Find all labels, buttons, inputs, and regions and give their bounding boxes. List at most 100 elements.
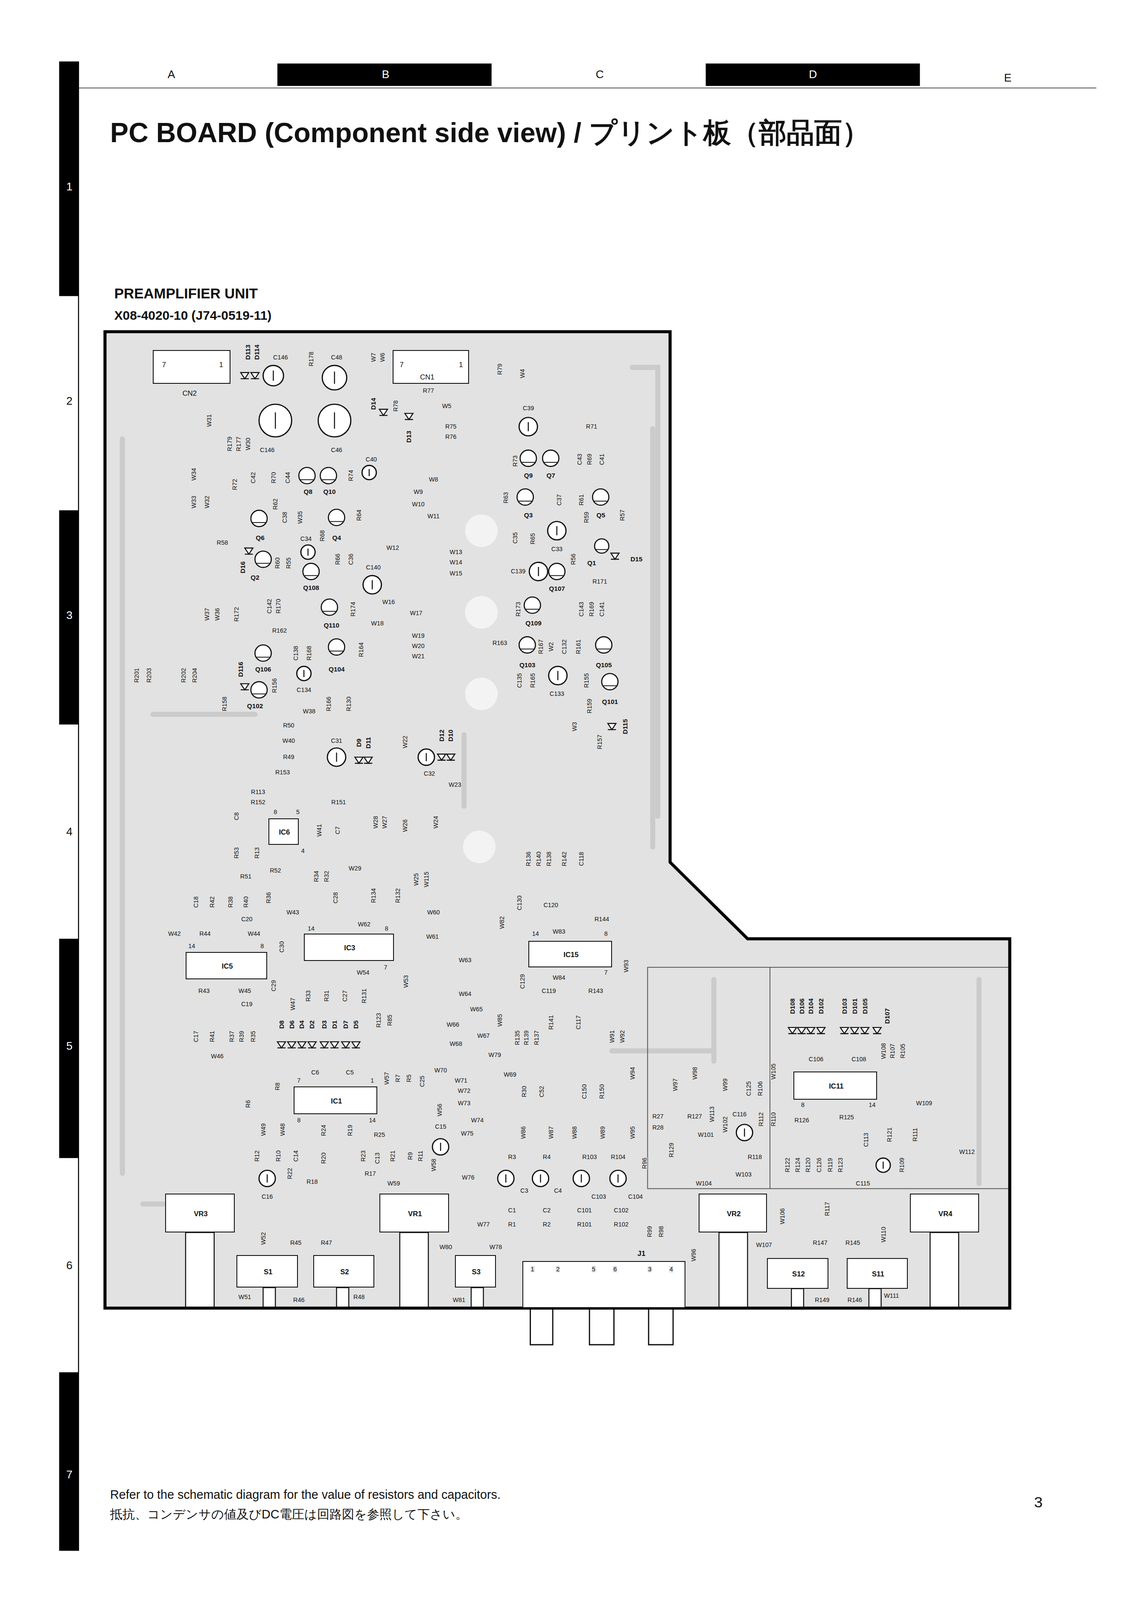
grid-rule	[78, 61, 79, 1551]
part-label: W9	[413, 488, 424, 495]
part-label: R143	[588, 987, 604, 994]
grid-band	[59, 510, 79, 725]
grid-reference: E	[1004, 71, 1012, 83]
part-label: C4	[553, 1187, 563, 1194]
part-label: C126	[816, 1157, 823, 1173]
part-label: 8	[259, 942, 265, 949]
part-label: W14	[449, 559, 463, 566]
part-label: R161	[575, 638, 582, 655]
transistor-symbol	[328, 638, 345, 655]
copper-trace	[976, 979, 982, 1184]
capacitor-lead	[557, 670, 559, 681]
part-label: W79	[487, 1051, 502, 1058]
part-label: C31	[330, 737, 343, 744]
part-label: R2	[542, 1221, 551, 1228]
part-label: W48	[279, 1122, 286, 1136]
part-name: IC3	[343, 944, 356, 952]
page-number: 3	[1034, 1495, 1043, 1511]
transistor-outline	[524, 596, 541, 613]
part-label: C118	[578, 851, 585, 867]
part-label: W37	[204, 607, 210, 621]
unit-heading: X08-4020-10 (J74-0519-11)	[114, 308, 272, 322]
part-designator: D3	[320, 1019, 328, 1029]
part-label: R13	[253, 846, 260, 859]
part-label: C18	[192, 895, 199, 908]
part-label: W60	[426, 908, 441, 915]
part-label: W21	[411, 652, 425, 659]
part-name: IC1	[330, 1097, 342, 1105]
part-label: R146	[847, 1296, 863, 1303]
part-label: W61	[425, 933, 440, 940]
transistor-outline	[592, 488, 609, 505]
part-label: R118	[747, 1153, 763, 1160]
part-designator: Q108	[302, 584, 320, 591]
part-label: W35	[296, 510, 303, 524]
transistor-outline	[595, 636, 612, 653]
part-label: C30	[278, 940, 285, 953]
capacitor-outline	[573, 1169, 590, 1187]
transistor-outline	[518, 636, 536, 653]
switch-box: S2	[313, 1254, 375, 1288]
volume-shaft	[399, 1232, 429, 1308]
part-designator: Q7	[545, 472, 556, 479]
part-designator: Q2	[250, 574, 260, 581]
part-name: VR3	[193, 1209, 208, 1218]
part-designator: D7	[342, 1019, 350, 1029]
board-outline	[104, 331, 1010, 1308]
transistor-outline	[594, 538, 609, 553]
part-label: C117	[575, 1014, 582, 1030]
capacitor-outline	[327, 747, 346, 767]
part-label: R42	[209, 895, 216, 908]
part-label: W49	[259, 1122, 266, 1136]
capacitor-outline	[259, 1169, 276, 1187]
part-label: W97	[672, 1077, 679, 1091]
ic-box: IC3	[303, 933, 394, 962]
part-label: R149	[814, 1296, 830, 1303]
unit-heading: PREAMPLIFIER UNIT	[114, 286, 258, 301]
diode-symbol	[250, 372, 260, 379]
part-label: W96	[690, 1247, 697, 1262]
part-label: W89	[599, 1125, 606, 1139]
part-designator: D107	[884, 1007, 891, 1025]
part-label: R10	[275, 1149, 282, 1162]
part-label: R58	[216, 539, 229, 546]
part-label: C42	[250, 471, 257, 484]
part-name: CN2	[182, 390, 197, 398]
part-designator: Q101	[601, 698, 619, 706]
copper-trace	[612, 1048, 715, 1054]
part-label: W115	[423, 871, 430, 888]
diode-symbol	[364, 757, 373, 764]
part-designator: Q107	[548, 585, 566, 592]
part-label: 14	[307, 925, 315, 932]
part-designator: D9	[355, 737, 363, 748]
part-designator: D13	[405, 430, 413, 444]
part-label: R59	[583, 511, 590, 524]
part-label: 8	[384, 925, 389, 932]
part-label: W63	[458, 956, 472, 963]
capacitor-symbol	[296, 666, 311, 681]
part-label: C138	[292, 644, 299, 661]
part-label: 14	[368, 1116, 377, 1123]
part-designator: Q8	[303, 488, 313, 495]
part-label: W31	[206, 413, 213, 427]
part-label: W41	[316, 823, 323, 837]
part-label: R72	[231, 478, 238, 491]
part-label: W42	[167, 930, 181, 937]
part-label: R3	[507, 1153, 517, 1160]
capacitor-symbol	[876, 1157, 891, 1172]
part-label: W91	[609, 1029, 616, 1044]
part-label: W27	[381, 815, 388, 829]
part-designator: D12	[438, 728, 445, 742]
capacitor-symbol	[609, 1169, 627, 1187]
part-label: W5	[441, 402, 452, 409]
transistor-flat	[329, 521, 344, 522]
diode-symbol	[872, 1027, 881, 1034]
part-label: 5	[295, 808, 301, 815]
part-label: R56	[570, 553, 577, 566]
part-label: C5	[345, 1069, 355, 1076]
part-name: 1	[219, 361, 224, 369]
part-label: R142	[560, 851, 567, 867]
copper-pad	[465, 595, 498, 629]
part-label: C43	[576, 452, 583, 465]
part-label: W10	[411, 500, 425, 507]
